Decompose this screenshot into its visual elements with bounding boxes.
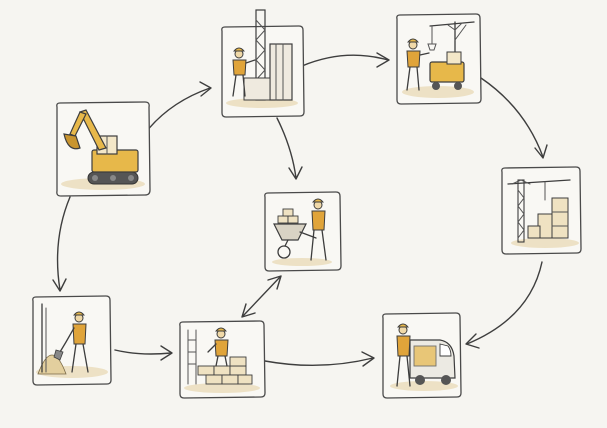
arrow-excavation-to-framing [145,81,212,133]
bricklayer-icon [184,327,260,393]
node-tower-framing [221,9,305,118]
node-excavation [56,101,151,197]
arrow-clearing-to-bricklaying [114,345,173,361]
delivery-truck-icon [390,323,458,391]
arrow-excavation-to-clearing [52,196,71,292]
scaffold-worker-icon [226,9,298,108]
arrow-framing-to-transport [276,117,303,180]
node-delivery [382,312,462,399]
excavator-icon [61,109,145,190]
node-tower-crane-stacking [501,166,582,255]
arrow-tower-crane-to-delivery [465,261,543,349]
node-bricklaying [179,320,266,399]
arrow-framing-to-crane-lifting [301,52,390,68]
shovel-worker-icon [36,303,108,378]
arrow-bricklaying-to-delivery [264,351,375,367]
node-crane-lifting [396,13,482,105]
node-site-clearing [32,295,112,386]
node-material-transport [264,191,342,272]
tower-crane-blocks-icon [507,179,579,248]
arrow-crane-lifting-to-tower-crane [480,77,548,159]
edges [52,52,548,367]
wheelbarrow-worker-icon [272,198,332,266]
crane-loader-icon [402,21,475,98]
arrow-bricklaying-transport-bidirectional [241,275,282,318]
